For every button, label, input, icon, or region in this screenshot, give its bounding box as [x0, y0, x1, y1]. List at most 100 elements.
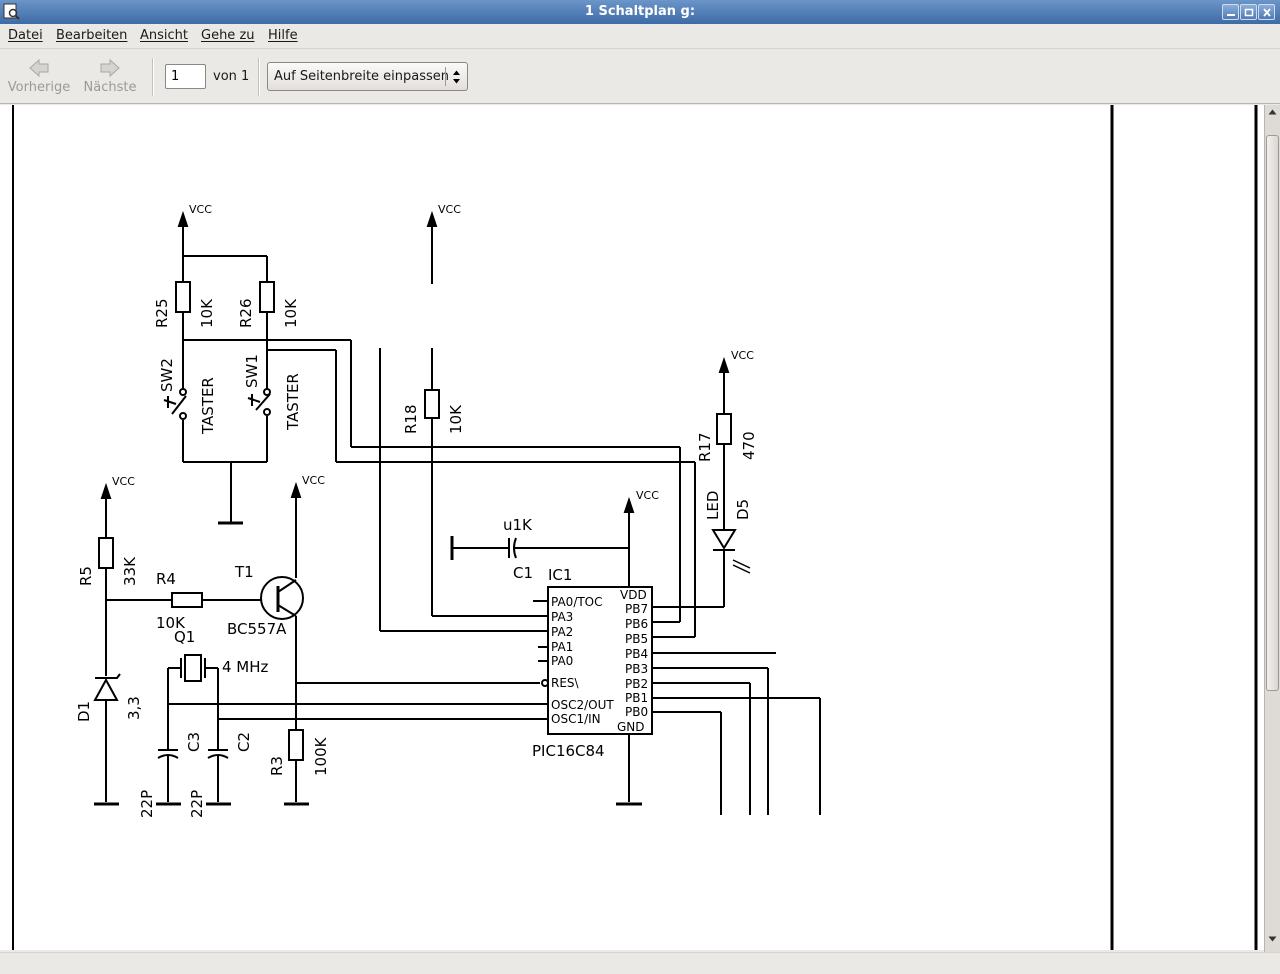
- document-viewer-icon[interactable]: [3, 3, 20, 20]
- led-d5: [711, 529, 737, 550]
- c1-label: C1: [513, 564, 533, 582]
- taster-label: TASTER: [284, 373, 302, 431]
- zoom-select[interactable]: Auf Seitenbreite einpassen: [267, 62, 468, 91]
- capacitor-c1: [513, 537, 517, 559]
- menu-hilfe[interactable]: Hilfe: [268, 28, 298, 43]
- ic-pin-label: PB2: [625, 677, 648, 691]
- ic-pin-label: PB4: [625, 647, 648, 661]
- r4-label: R4: [156, 570, 176, 588]
- previous-label: Vorherige: [7, 80, 71, 95]
- r25-label: R25: [153, 298, 171, 328]
- switch-sw2: [163, 388, 187, 420]
- d1-label: D1: [75, 701, 93, 722]
- minimize-button[interactable]: [1222, 4, 1239, 20]
- minimize-icon: [1227, 14, 1235, 16]
- vcc-label: VCC: [112, 475, 135, 488]
- scrollbar-thumb[interactable]: [1266, 135, 1279, 691]
- d1-value: 3,3: [125, 696, 143, 720]
- menu-ansicht[interactable]: Ansicht: [140, 28, 189, 43]
- vcc-symbols: [100, 210, 730, 586]
- t1-part: BC557A: [227, 620, 287, 638]
- c2-value: 22P: [188, 790, 206, 818]
- close-icon: [1263, 8, 1271, 17]
- next-label: Nächste: [83, 80, 137, 95]
- arrow-left-icon: [29, 58, 49, 78]
- c2-label: C2: [235, 732, 253, 752]
- led-label: LED: [704, 491, 722, 520]
- close-button[interactable]: [1258, 4, 1275, 20]
- ic-pin-label: PA3: [551, 610, 573, 624]
- resistor-r3: [288, 729, 304, 761]
- up-down-arrows-icon: [453, 70, 460, 84]
- schematic-page: VCC VCC VCC VCC VCC VCC: [12, 105, 1258, 950]
- r3-label: R3: [268, 756, 286, 776]
- ic-pin-label: VDD: [620, 588, 647, 602]
- q1-label: Q1: [174, 628, 195, 646]
- zoom-value: Auf Seitenbreite einpassen: [274, 69, 450, 84]
- switch-sw1: [247, 388, 271, 416]
- ic-pin-label: PB3: [625, 662, 648, 676]
- r17-label: R17: [696, 432, 714, 462]
- ic-part-label: PIC16C84: [532, 742, 605, 760]
- ic-pin-label: OSC1/IN: [551, 712, 601, 726]
- c1-value: u1K: [503, 516, 533, 534]
- menu-gehe-zu[interactable]: Gehe zu: [201, 28, 255, 43]
- select-divider: [445, 67, 446, 86]
- zener-d1: [93, 677, 119, 701]
- ic-pin-label: RES\: [551, 676, 580, 690]
- t1-label: T1: [234, 563, 254, 581]
- r17-value: 470: [740, 431, 758, 460]
- menu-datei[interactable]: Datei: [8, 28, 43, 43]
- ic-pin-label: PB6: [625, 617, 648, 631]
- capacitor-c2: [207, 754, 229, 759]
- scroll-up-icon[interactable]: [1268, 108, 1277, 116]
- ic1-label: IC1: [548, 566, 572, 584]
- maximize-button[interactable]: [1240, 4, 1257, 20]
- page-count-label: von 1: [213, 69, 250, 84]
- r3-value: 100K: [312, 736, 330, 776]
- ic-pin-label: PB1: [625, 691, 648, 705]
- ic-pin-label: PB0: [625, 705, 648, 719]
- r25-value: 10K: [198, 298, 216, 328]
- ic-pin-label: GND: [617, 720, 645, 734]
- q1-value: 4 MHz: [222, 658, 269, 676]
- sw2-label: SW2: [158, 358, 176, 392]
- ic-pin-label: PA0/TOC: [551, 595, 603, 609]
- menu-bar: Datei Bearbeiten Ansicht Gehe zu Hilfe: [0, 24, 1280, 49]
- taster-label: TASTER: [199, 377, 217, 435]
- r26-value: 10K: [282, 298, 300, 328]
- status-bar: [0, 952, 1280, 974]
- vcc-label: VCC: [636, 489, 659, 502]
- r18-value: 10K: [447, 404, 465, 434]
- toolbar: Vorherige Nächste von 1 Auf Seitenbreite…: [0, 50, 1280, 104]
- next-page-button[interactable]: Nächste: [71, 54, 149, 100]
- ic-pin-label: PA2: [551, 625, 573, 639]
- resistor-r25: [175, 281, 191, 313]
- c3-value: 22P: [138, 790, 156, 818]
- page-number-input[interactable]: [165, 64, 206, 89]
- r4-value: 10K: [156, 614, 186, 632]
- vertical-scrollbar[interactable]: [1264, 105, 1280, 952]
- menu-bearbeiten[interactable]: Bearbeiten: [56, 28, 128, 43]
- scroll-down-icon[interactable]: [1268, 935, 1277, 943]
- sw1-label: SW1: [243, 354, 261, 388]
- r26-label: R26: [237, 298, 255, 328]
- r5-value: 33K: [121, 556, 139, 586]
- toolbar-separator: [152, 58, 154, 96]
- vcc-label: VCC: [438, 203, 461, 216]
- previous-page-button[interactable]: Vorherige: [0, 54, 78, 100]
- r5-label: R5: [77, 566, 95, 586]
- ic-pin-label: PA0: [551, 654, 573, 668]
- r18-label: R18: [402, 404, 420, 434]
- capacitor-c3: [157, 754, 179, 759]
- title-bar: 1 Schaltplan g:: [0, 0, 1280, 24]
- resistor-r18: [424, 389, 440, 419]
- resistor-r26: [259, 281, 275, 313]
- resistor-r17: [716, 413, 732, 445]
- toolbar-separator: [258, 58, 260, 96]
- crystal-q1: [184, 654, 202, 682]
- document-view[interactable]: VCC VCC VCC VCC VCC VCC: [0, 105, 1264, 950]
- c3-label: C3: [185, 732, 203, 752]
- window-title: 1 Schaltplan g:: [584, 4, 696, 19]
- resistor-r4: [171, 592, 203, 608]
